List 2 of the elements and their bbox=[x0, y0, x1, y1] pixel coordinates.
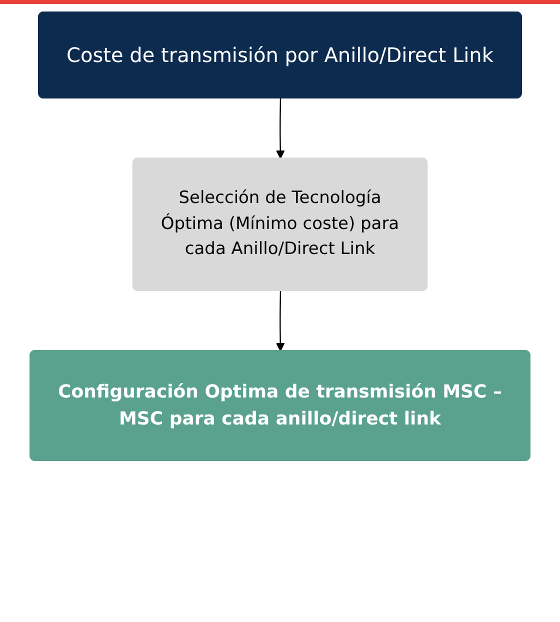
arrow bbox=[276, 290, 285, 352]
arrow bbox=[276, 98, 285, 159]
